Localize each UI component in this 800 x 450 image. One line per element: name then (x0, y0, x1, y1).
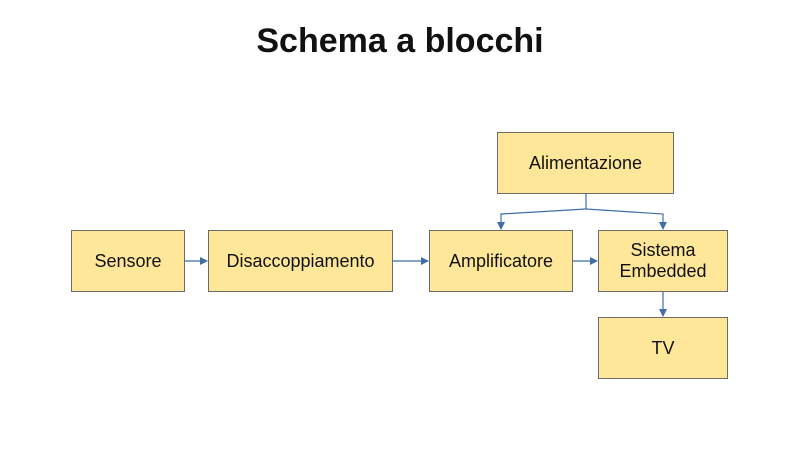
arrow-alimentazione-sistema (585, 208, 667, 230)
diagram-title: Schema a blocchi (256, 22, 544, 60)
block-amplificatore-label: Amplificatore (448, 250, 554, 271)
block-disaccoppiamento: Disaccoppiamento (208, 230, 393, 292)
block-disaccoppiamento-label: Disaccoppiamento (226, 250, 375, 271)
block-tv: TV (598, 317, 728, 379)
block-amplificatore: Amplificatore (429, 230, 573, 292)
arrow-alimentazione-amplificatore (497, 208, 587, 230)
block-sensore-label: Sensore (94, 250, 162, 271)
block-sensore: Sensore (71, 230, 185, 292)
block-sistema-embedded: Sistema Embedded (598, 230, 728, 292)
block-alimentazione: Alimentazione (497, 132, 674, 194)
block-tv-label: TV (651, 337, 675, 358)
block-sistema-embedded-label: Sistema Embedded (619, 240, 707, 281)
block-alimentazione-label: Alimentazione (528, 152, 643, 173)
